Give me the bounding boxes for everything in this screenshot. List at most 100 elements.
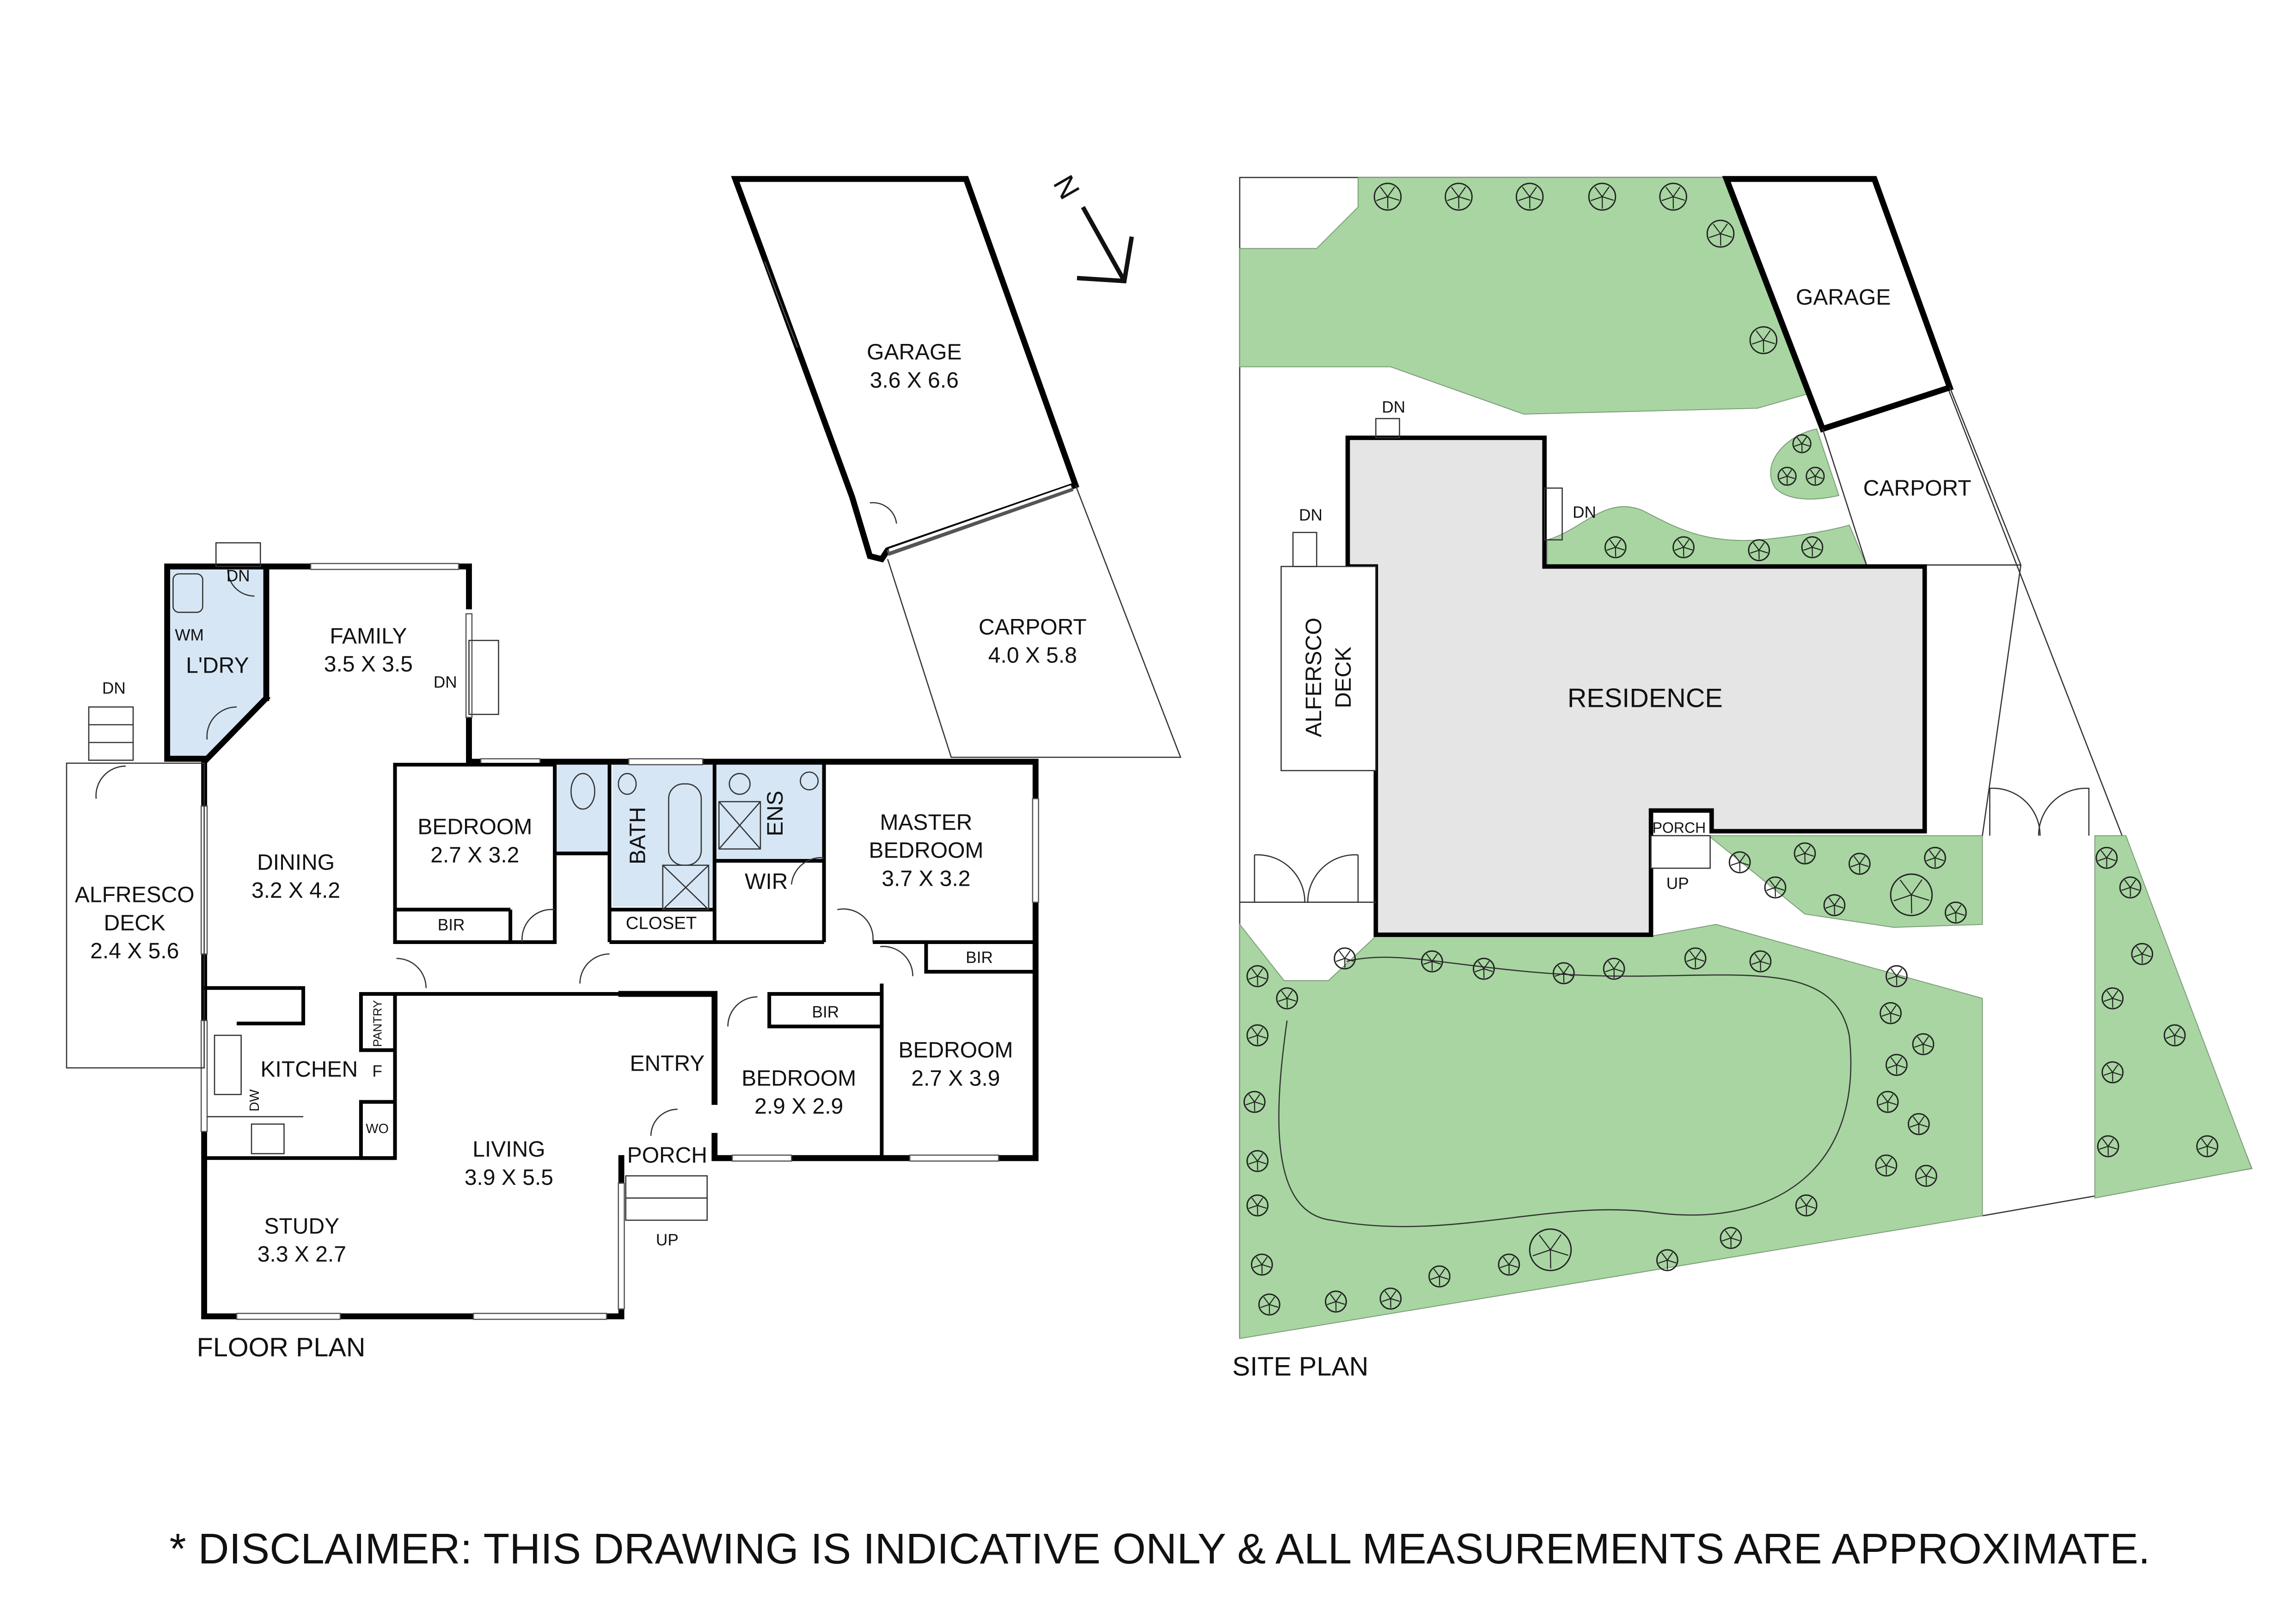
tree-icon xyxy=(1945,901,1967,924)
laundry-area xyxy=(167,566,267,759)
tree-icon xyxy=(1849,852,1871,875)
closet-label: CLOSET xyxy=(626,913,697,933)
bedroom-2-size: 2.9 X 2.9 xyxy=(754,1094,843,1119)
tree-icon xyxy=(1886,1054,1908,1076)
alfresco-label: ALFRESCO xyxy=(75,883,195,907)
tree-icon xyxy=(1373,183,1402,211)
tree-icon xyxy=(1915,1164,1937,1187)
tree-icon xyxy=(1792,434,1812,453)
laundry-label: L'DRY xyxy=(186,654,249,678)
dining-label: DINING xyxy=(257,850,335,875)
tree-icon xyxy=(1445,183,1473,211)
wo-label: WO xyxy=(366,1121,389,1136)
family-size: 3.5 X 3.5 xyxy=(324,652,413,677)
tree-icon xyxy=(1428,1265,1451,1287)
bedroom-3-label: BEDROOM xyxy=(898,1038,1013,1063)
site-deck-label-2: DECK xyxy=(1331,647,1356,708)
garage-label: GARAGE xyxy=(867,340,961,364)
master-label: MASTER xyxy=(880,810,972,835)
gates xyxy=(1239,787,2090,903)
tree-icon xyxy=(1246,1150,1269,1172)
tree-icon xyxy=(1795,1194,1818,1217)
bath-label: BATH xyxy=(625,807,650,864)
tree-icon xyxy=(1246,1194,1269,1217)
family-label: FAMILY xyxy=(330,624,407,649)
study-label: STUDY xyxy=(264,1214,340,1238)
alfresco-label-2: DECK xyxy=(104,911,165,935)
tree-icon xyxy=(1924,846,1946,869)
bedroom-1-label: BEDROOM xyxy=(417,815,532,839)
tree-icon xyxy=(1246,1024,1269,1047)
bedroom-2-label: BEDROOM xyxy=(741,1066,856,1091)
tree-icon xyxy=(2095,846,2118,869)
ensuite-area xyxy=(714,765,824,861)
tree-icon xyxy=(1908,1113,1930,1135)
site-dn-label: DN xyxy=(1382,398,1405,417)
dn-label: DN xyxy=(434,674,457,692)
fridge-label: F xyxy=(372,1062,382,1080)
dining-size: 3.2 X 4.2 xyxy=(251,878,340,903)
bir-label: BIR xyxy=(966,949,993,967)
tree-icon xyxy=(1243,1091,1266,1113)
site-carport-label: CARPORT xyxy=(1863,476,1971,501)
tree-icon xyxy=(1749,950,1772,973)
tree-icon xyxy=(1334,947,1356,970)
tree-icon xyxy=(1498,1253,1520,1276)
bir-label: BIR xyxy=(812,1003,839,1021)
north-label: N xyxy=(1047,170,1086,205)
tree-icon xyxy=(1720,1227,1742,1249)
tree-icon xyxy=(1604,536,1627,558)
trees xyxy=(1243,183,2218,1316)
tree-icon xyxy=(1912,1033,1935,1055)
master-size: 3.7 X 3.2 xyxy=(882,866,970,891)
site-up-label: UP xyxy=(1666,875,1689,893)
bedroom-1-size: 2.7 X 3.2 xyxy=(430,843,519,867)
carport-outline xyxy=(887,484,1182,758)
tree-icon xyxy=(1875,1154,1898,1177)
tree-icon xyxy=(2196,1135,2218,1158)
tree-icon xyxy=(1886,965,1908,987)
tree-icon xyxy=(1823,894,1846,916)
site-dn-label: DN xyxy=(1299,506,1322,524)
floor-plan: GARAGE 3.6 X 6.6 CARPORT 4.0 X 5.8 FAMIL… xyxy=(66,176,1182,1362)
kitchen-label: KITCHEN xyxy=(261,1057,358,1082)
dw-label: DW xyxy=(247,1089,262,1112)
north-arrow-icon: N xyxy=(1047,170,1134,283)
site-garage-label: GARAGE xyxy=(1796,285,1891,310)
tree-icon xyxy=(1656,1249,1678,1271)
wm-label: WM xyxy=(175,626,204,644)
tree-icon xyxy=(1764,876,1787,899)
disclaimer: * DISCLAIMER: THIS DRAWING IS INDICATIVE… xyxy=(170,1525,2150,1573)
tree-icon xyxy=(1258,1293,1280,1316)
living-size: 3.9 X 5.5 xyxy=(465,1165,553,1190)
tree-icon xyxy=(1379,1287,1402,1310)
wir-label: WIR xyxy=(745,870,788,894)
bedroom-3-size: 2.7 X 3.9 xyxy=(911,1066,1000,1091)
tree-icon xyxy=(1794,842,1816,864)
tree-icon xyxy=(1276,987,1298,1010)
entry-label: ENTRY xyxy=(630,1051,704,1076)
tree-icon xyxy=(1515,183,1544,211)
tree-icon xyxy=(2101,987,2124,1010)
tree-icon xyxy=(1748,539,1770,562)
tree-icon xyxy=(1473,957,1495,980)
alfresco-size: 2.4 X 5.6 xyxy=(90,939,179,963)
tree-icon xyxy=(2131,943,2154,965)
up-label: UP xyxy=(656,1231,679,1249)
tree-icon xyxy=(1603,957,1625,980)
master-label-2: BEDROOM xyxy=(869,839,983,863)
tree-icon xyxy=(1529,1228,1572,1271)
site-plan-caption: SITE PLAN xyxy=(1232,1352,1368,1381)
ens-label: ENS xyxy=(763,791,788,836)
tree-icon xyxy=(1659,183,1687,211)
living-label: LIVING xyxy=(472,1137,545,1162)
porch-label: PORCH xyxy=(627,1143,707,1168)
tree-icon xyxy=(2119,876,2142,899)
carport-size: 4.0 X 5.8 xyxy=(988,643,1077,668)
site-plan: GARAGE CARPORT RESIDENCE ALFERSCO DECK P… xyxy=(1232,176,2253,1381)
site-porch-label: PORCH xyxy=(1653,819,1706,836)
tree-icon xyxy=(1728,851,1751,874)
alfresco-deck xyxy=(66,762,205,1069)
site-dn-label: DN xyxy=(1573,503,1596,521)
